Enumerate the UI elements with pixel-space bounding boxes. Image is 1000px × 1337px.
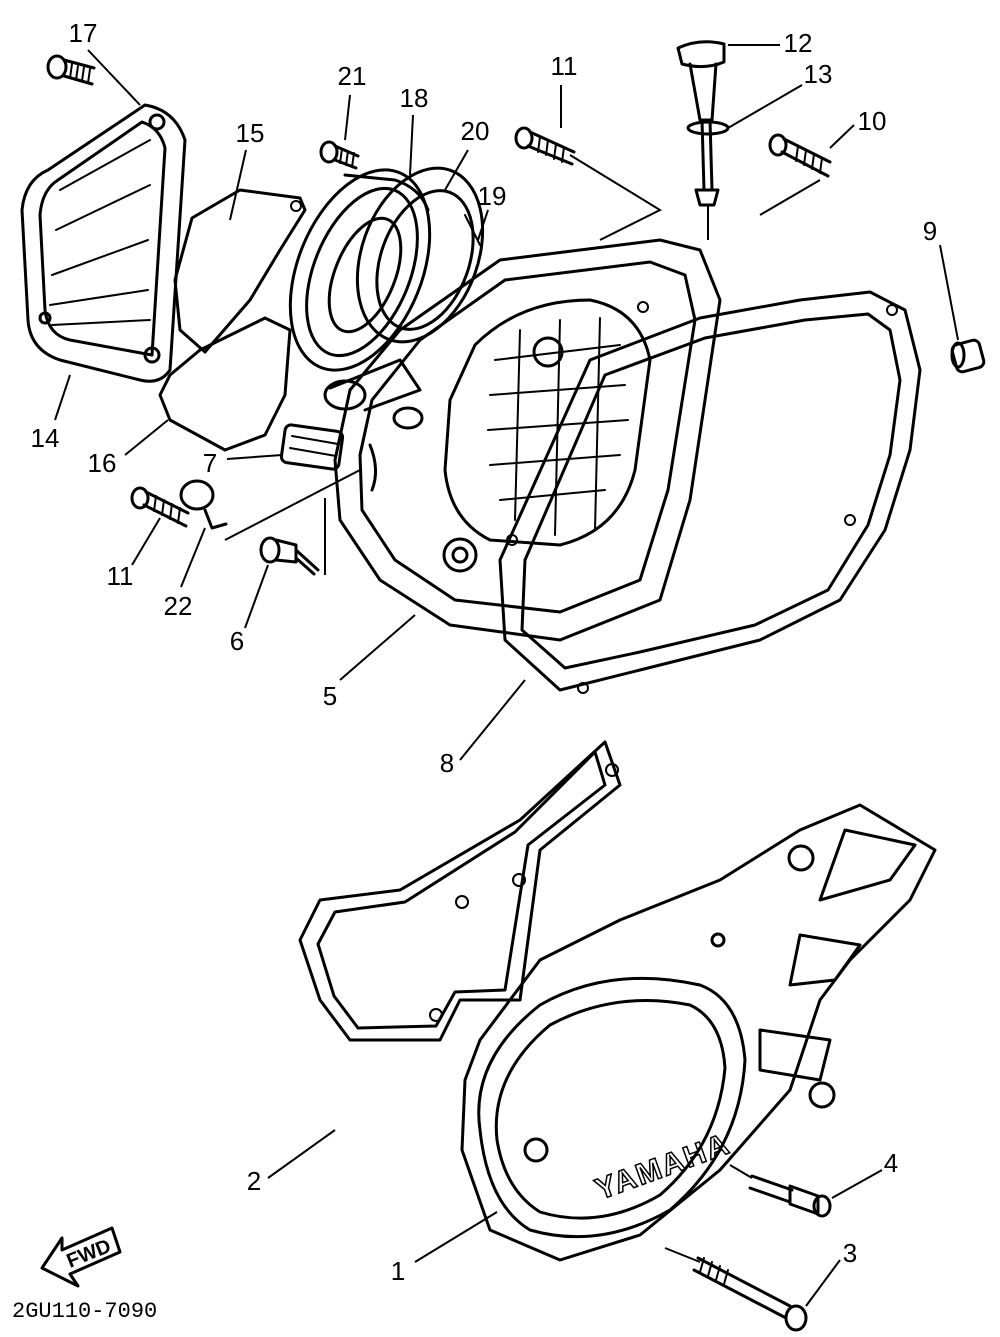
part-16-gasket bbox=[158, 316, 292, 452]
part-5-crankcase-cover bbox=[323, 238, 722, 642]
callout-7: 7 bbox=[203, 448, 217, 478]
part-17-bolt bbox=[46, 54, 96, 86]
callout-10: 10 bbox=[858, 106, 887, 136]
callout-5: 5 bbox=[323, 681, 337, 711]
fwd-arrow-icon: FWD bbox=[40, 1226, 122, 1288]
callout-14: 14 bbox=[31, 423, 60, 453]
part-14-side-cover bbox=[20, 103, 187, 383]
callout-6: 6 bbox=[230, 626, 244, 656]
callout-8: 8 bbox=[440, 748, 454, 778]
callout-12: 12 bbox=[784, 28, 813, 58]
callout-11-left: 11 bbox=[107, 561, 134, 591]
callout-15: 15 bbox=[236, 118, 265, 148]
part-1-crankcase-cover: YAMAHA bbox=[460, 803, 937, 1262]
callout-1: 1 bbox=[391, 1256, 405, 1286]
cover-brand-text: YAMAHA bbox=[591, 1127, 735, 1206]
part-20-housing bbox=[355, 166, 485, 344]
callout-17: 17 bbox=[69, 18, 98, 48]
assembly-guide-lines bbox=[224, 154, 821, 575]
callout-21: 21 bbox=[338, 61, 367, 91]
part-12-dipstick bbox=[676, 40, 726, 207]
callout-leaders bbox=[54, 44, 959, 1307]
callout-2: 2 bbox=[247, 1166, 261, 1196]
callout-4: 4 bbox=[884, 1148, 898, 1178]
part-6-plug bbox=[259, 536, 320, 576]
part-4-bolt bbox=[748, 1174, 832, 1218]
part-9-cap bbox=[950, 338, 986, 374]
callout-16: 16 bbox=[88, 448, 117, 478]
callout-3: 3 bbox=[843, 1238, 857, 1268]
callout-22: 22 bbox=[164, 591, 193, 621]
callout-19: 19 bbox=[478, 181, 507, 211]
callout-11-top: 11 bbox=[551, 51, 578, 81]
callout-18: 18 bbox=[400, 83, 429, 113]
part-10-bolt bbox=[768, 133, 832, 178]
drawing-code: 2GU110-7090 bbox=[12, 1299, 157, 1324]
part-18-housing bbox=[288, 168, 432, 372]
part-7-filter bbox=[279, 423, 345, 471]
callout-labels: 17 14 15 16 21 18 20 19 11 12 13 10 9 7 … bbox=[31, 18, 938, 1286]
part-3-bolt bbox=[664, 1164, 808, 1332]
part-2-gasket bbox=[298, 740, 622, 1042]
part-8-gasket bbox=[498, 290, 922, 694]
callout-9: 9 bbox=[923, 216, 937, 246]
part-11-bolt-left bbox=[130, 486, 190, 528]
callout-13: 13 bbox=[804, 59, 833, 89]
part-21-bolt bbox=[319, 140, 360, 170]
part-22-clip bbox=[179, 479, 228, 530]
part-13-o-ring bbox=[686, 120, 730, 136]
callout-20: 20 bbox=[461, 116, 490, 146]
part-15-gasket bbox=[173, 188, 307, 354]
part-11-bolt-top bbox=[514, 126, 576, 166]
